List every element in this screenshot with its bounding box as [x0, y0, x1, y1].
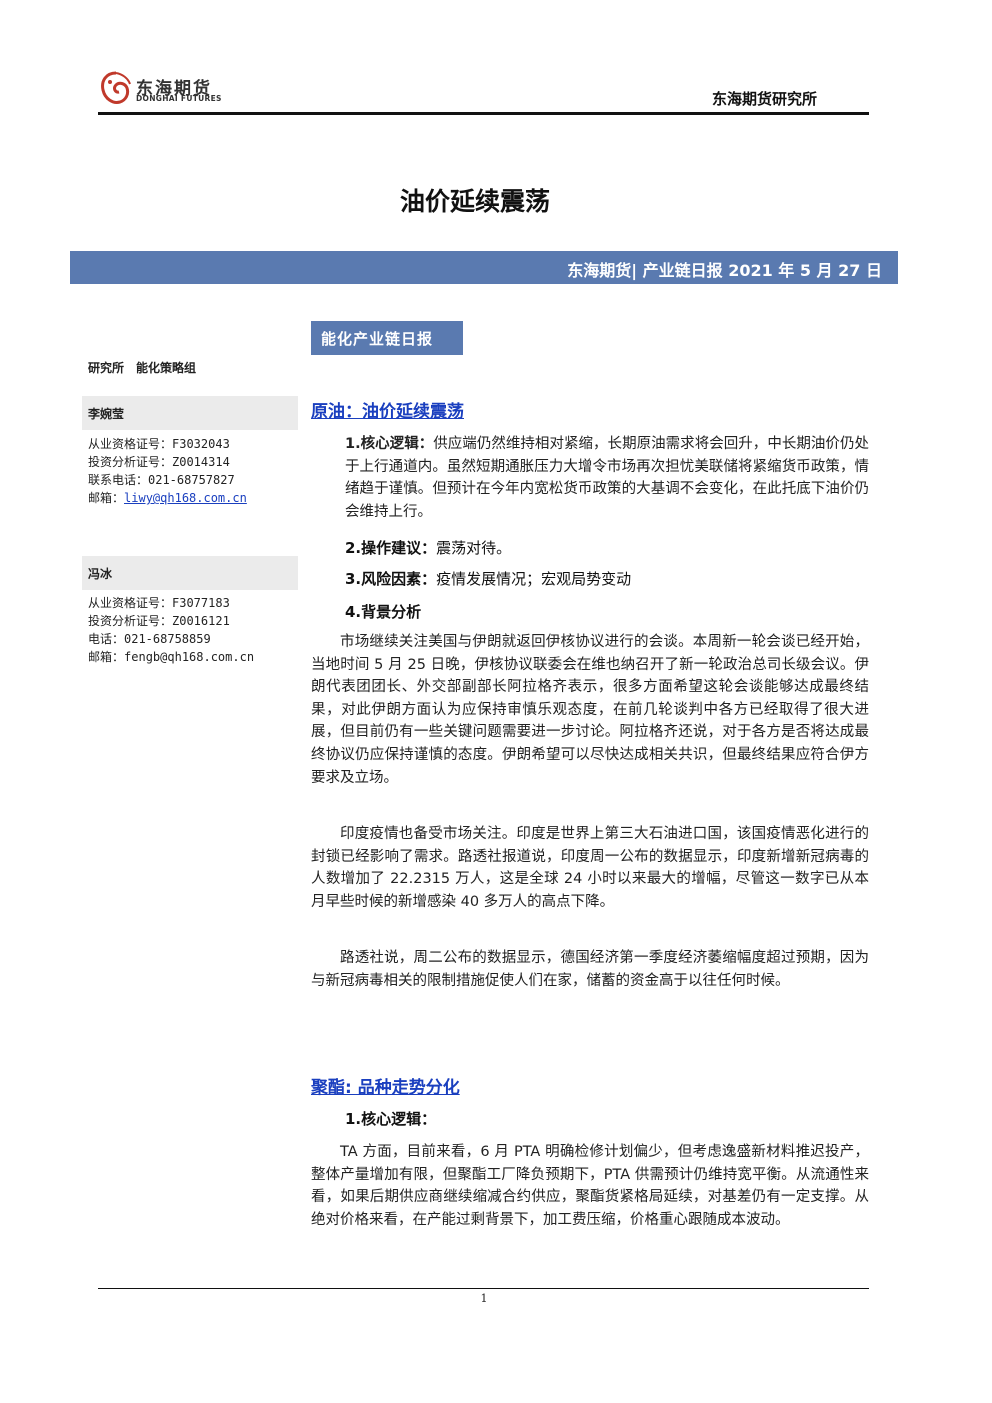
author-bar: 冯冰 — [82, 556, 298, 590]
report-banner: 东海期货| 产业链日报 2021 年 5 月 27 日 — [70, 251, 898, 284]
crude-bg-paragraph-3: 路透社说，周二公布的数据显示，德国经济第一季度经济萎缩幅度超过预期，因为与新冠病… — [311, 950, 869, 989]
dragon-logo-icon — [101, 71, 131, 104]
crude-operation: 2.操作建议：震荡对待。 — [345, 537, 511, 558]
author-phone: 联系电话：021-68757827 — [88, 473, 235, 487]
crude-risk-text: 疫情发展情况；宏观局势变动 — [436, 570, 632, 588]
crude-bg-paragraph-1: 市场继续关注美国与伊朗就返回伊核协议进行的会谈。本周新一轮会谈已经开始，当地时间… — [311, 634, 869, 786]
crude-op-text: 震荡对待。 — [436, 539, 512, 557]
institute-name: 东海期货研究所 — [711, 90, 817, 108]
crude-op-label: 2.操作建议： — [345, 539, 437, 557]
crude-heading-link[interactable]: 原油：油价延续震荡 — [311, 402, 464, 422]
polyester-paragraph-1: TA 方面，目前来看，6 月 PTA 明确检修计划偏少，但考虑逸盛新材料推迟投产… — [311, 1144, 869, 1228]
report-title: 油价延续震荡 — [399, 187, 550, 216]
polyester-core-label: 1.核心逻辑： — [345, 1110, 437, 1128]
crude-background-heading: 4.背景分析 — [345, 601, 421, 622]
author-license: 从业资格证号：F3077183 — [88, 596, 230, 610]
author-email: fengb@qh168.com.cn — [124, 650, 255, 664]
logo-name-en: DONGHAI FUTURES — [136, 94, 222, 103]
polyester-heading-link[interactable]: 聚酯: 品种走势分化 — [311, 1078, 460, 1098]
page-number: 1 — [480, 1292, 488, 1305]
crude-bg-paragraph-2: 印度疫情也备受市场关注。印度是世界上第三大石油进口国，该国疫情恶化进行的封锁已经… — [311, 826, 869, 910]
author-email-label: 邮箱： — [88, 491, 125, 505]
author-bar: 李婉莹 — [82, 396, 298, 430]
author-email-link[interactable]: liwy@qh168.com.cn — [124, 491, 247, 505]
section-tag-label: 能化产业链日报 — [321, 330, 434, 348]
crude-core-label: 1.核心逻辑： — [345, 436, 434, 452]
footer-divider — [98, 1288, 869, 1289]
crude-risk-label: 3.风险因素： — [345, 570, 437, 588]
author-analyst-license: 投资分析证号：Z0014314 — [88, 455, 230, 469]
author-name: 冯冰 — [88, 567, 113, 581]
company-logo: 东海期货 DONGHAI FUTURES — [98, 70, 238, 110]
author-phone: 电话：021-68758859 — [88, 632, 211, 646]
author-email-label: 邮箱： — [88, 650, 125, 664]
crude-core-text: 供应端仍然维持相对紧缩，长期原油需求将会回升，中长期油价仍处于上行通道内。虽然短… — [345, 436, 869, 520]
header-divider — [98, 112, 869, 115]
author-contact: 从业资格证号：F3077183 投资分析证号：Z0016121 电话：021-6… — [88, 594, 254, 666]
banner-text: 东海期货| 产业链日报 2021 年 5 月 27 日 — [567, 261, 882, 280]
crude-bg-label: 4.背景分析 — [345, 603, 422, 621]
crude-risk: 3.风险因素：疫情发展情况；宏观局势变动 — [345, 568, 631, 589]
author-name: 李婉莹 — [88, 407, 125, 421]
author-contact: 从业资格证号：F3032043 投资分析证号：Z0014314 联系电话：021… — [88, 435, 247, 507]
sidebar-group-label: 研究所 能化策略组 — [88, 361, 197, 375]
crude-core-logic: 1.核心逻辑：供应端仍然维持相对紧缩，长期原油需求将会回升，中长期油价仍处于上行… — [311, 433, 869, 523]
author-license: 从业资格证号：F3032043 — [88, 437, 230, 451]
polyester-core-heading: 1.核心逻辑： — [345, 1108, 436, 1129]
logo-name-cn: 东海期货 — [136, 79, 212, 99]
section-tag: 能化产业链日报 — [311, 321, 463, 355]
author-analyst-license: 投资分析证号：Z0016121 — [88, 614, 230, 628]
